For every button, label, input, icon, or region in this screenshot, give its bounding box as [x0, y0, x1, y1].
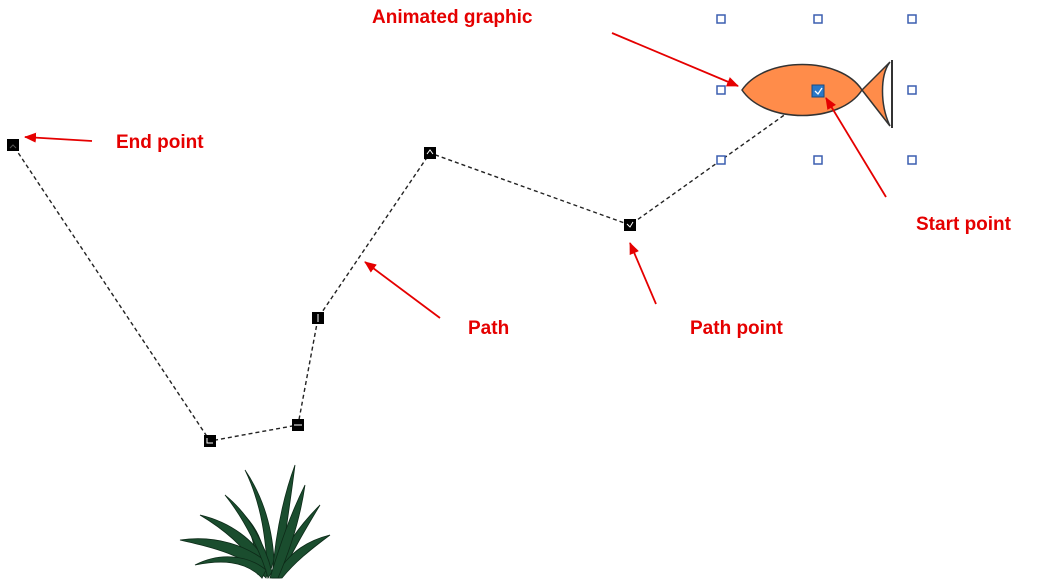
handle-bottom-center[interactable]: [813, 155, 823, 165]
path-point-node[interactable]: [312, 312, 324, 324]
handle-top-right[interactable]: [907, 14, 917, 24]
arrow-path-point: [629, 242, 657, 305]
handle-bottom-left[interactable]: [716, 155, 726, 165]
start-point-label: Start point: [916, 214, 1011, 235]
handle-middle-left[interactable]: [716, 85, 726, 95]
handle-middle-right[interactable]: [907, 85, 917, 95]
animated-graphic-label: Animated graphic: [372, 7, 533, 28]
end-point-node[interactable]: [7, 139, 19, 151]
start-point-node[interactable]: [811, 84, 825, 98]
path-point-node[interactable]: [624, 219, 636, 231]
plant-icon: [179, 464, 331, 579]
path-point-node[interactable]: [424, 147, 436, 159]
arrow-animated-graphic: [611, 32, 739, 87]
handle-top-left[interactable]: [716, 14, 726, 24]
callout-arrows: [24, 32, 887, 319]
path-label: Path: [468, 318, 510, 339]
arrow-start-point: [825, 97, 887, 198]
selection-handles[interactable]: [716, 14, 917, 165]
path-point-label: Path point: [690, 318, 783, 339]
arrow-end-point: [24, 132, 93, 143]
path-point-node[interactable]: [204, 435, 216, 447]
handle-top-center[interactable]: [813, 14, 823, 24]
end-point-label: End point: [116, 132, 204, 153]
handle-bottom-right[interactable]: [907, 155, 917, 165]
arrow-path: [364, 261, 441, 319]
path-point-node[interactable]: [292, 419, 304, 431]
path-nodes[interactable]: [7, 139, 636, 447]
